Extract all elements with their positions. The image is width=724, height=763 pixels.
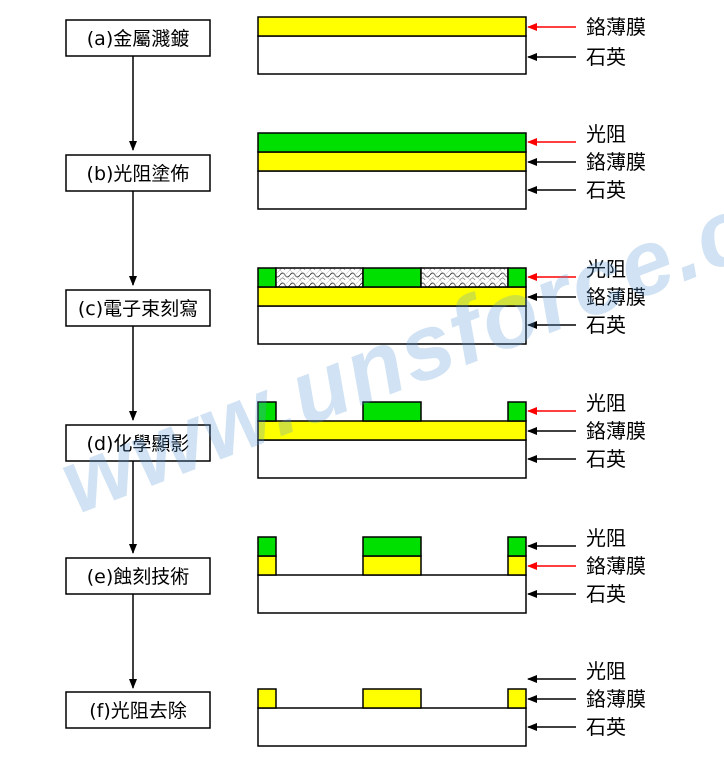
step-f: (f)光阻去除	[65, 691, 211, 729]
stack-c-resist-1	[257, 267, 277, 288]
step-e: (e)蝕刻技術	[65, 557, 211, 595]
label-c-chrome: 鉻薄膜	[586, 285, 646, 309]
stack-e-chrome-2	[362, 555, 422, 576]
label-c-quartz: 石英	[586, 313, 626, 337]
step-f-label: (f)光阻去除	[89, 700, 187, 722]
step-c-label: (c)電子束刻寫	[78, 298, 198, 320]
stack-c-exposed-1	[275, 267, 364, 288]
label-f-chrome: 鉻薄膜	[586, 687, 646, 711]
label-b-photoresist: 光阻	[586, 122, 626, 146]
label-b-quartz: 石英	[586, 178, 626, 202]
stack-a	[257, 16, 527, 75]
stack-a-chrome	[257, 16, 527, 37]
stack-e-chrome-3	[507, 555, 527, 576]
label-b-chrome: 鉻薄膜	[586, 150, 646, 174]
stack-d-resist-1	[257, 401, 277, 422]
stack-f-chrome-1	[257, 688, 277, 709]
step-c: (c)電子束刻寫	[65, 289, 211, 327]
label-e-quartz: 石英	[586, 582, 626, 606]
step-e-label: (e)蝕刻技術	[87, 566, 190, 588]
label-a-quartz: 石英	[586, 45, 626, 69]
stack-e-chrome-1	[257, 555, 277, 576]
stack-c-resist-2	[362, 267, 422, 288]
stack-d	[257, 401, 527, 479]
label-e-chrome: 鉻薄膜	[586, 554, 646, 578]
stack-f-chrome-3	[507, 688, 527, 709]
label-f-photoresist: 光阻	[586, 659, 626, 683]
label-a-chrome: 鉻薄膜	[586, 15, 646, 39]
step-a-label: (a)金屬濺鍍	[87, 28, 189, 50]
label-d-chrome: 鉻薄膜	[586, 419, 646, 443]
label-c-photoresist: 光阻	[586, 257, 626, 281]
stack-b-chrome	[257, 151, 527, 172]
stack-b-quartz	[257, 170, 527, 210]
step-b-label: (b)光阻塗佈	[87, 162, 190, 185]
label-d-photoresist: 光阻	[586, 391, 626, 415]
label-d-quartz: 石英	[586, 447, 626, 471]
stack-e-resist-1	[257, 536, 277, 557]
label-e-photoresist: 光阻	[586, 526, 626, 550]
stack-b	[257, 132, 527, 210]
stack-f	[257, 688, 527, 747]
step-d-label: (d)化學顯影	[87, 433, 190, 455]
step-b: (b)光阻塗佈	[65, 154, 211, 192]
stack-a-quartz	[257, 35, 527, 75]
stack-e	[257, 536, 527, 614]
stack-e-resist-3	[507, 536, 527, 557]
label-f-quartz: 石英	[586, 715, 626, 739]
stack-d-quartz	[257, 439, 527, 479]
step-d: (d)化學顯影	[65, 424, 211, 462]
layer-stacks	[257, 16, 527, 747]
stack-d-resist-2	[362, 401, 422, 422]
stack-c-resist-3	[507, 267, 527, 288]
stack-e-resist-2	[362, 536, 422, 557]
step-a: (a)金屬濺鍍	[65, 19, 211, 57]
label-arrows	[527, 23, 576, 731]
step-boxes: (a)金屬濺鍍 (b)光阻塗佈 (c)電子束刻寫 (d)化學顯影 (e)蝕刻技術…	[65, 19, 211, 729]
stack-f-quartz	[257, 707, 527, 747]
layer-labels: 鉻薄膜 石英 光阻 鉻薄膜 石英 光阻 鉻薄膜 石英 光阻 鉻薄膜 石英 光阻 …	[586, 15, 646, 739]
stack-c	[257, 267, 527, 345]
stack-c-quartz	[257, 305, 527, 345]
stack-e-quartz	[257, 574, 527, 614]
stack-d-resist-3	[507, 401, 527, 422]
stack-b-photoresist	[257, 132, 527, 153]
stack-f-chrome-2	[362, 688, 422, 709]
